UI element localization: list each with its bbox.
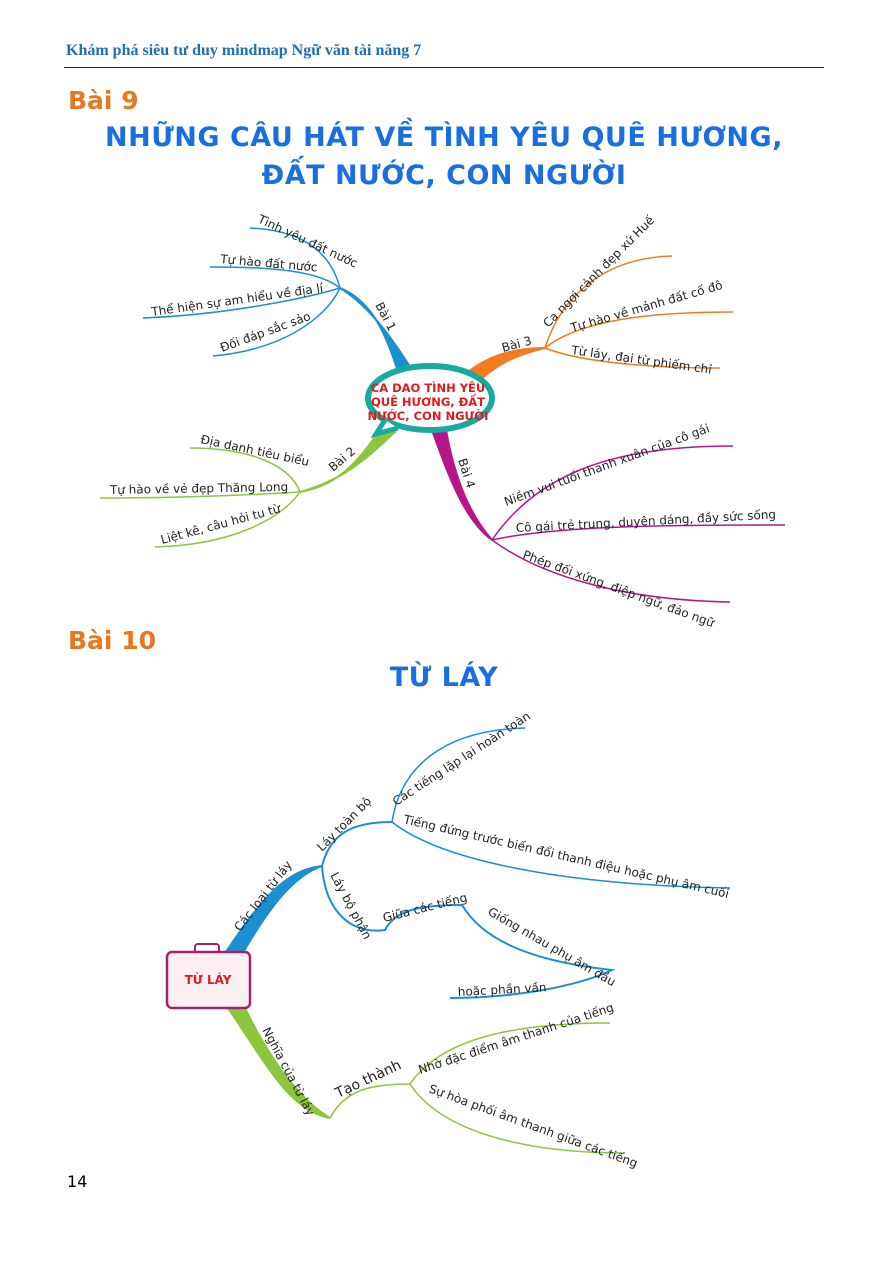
partial-similar: Giống nhau phụ âm đầu (486, 904, 619, 989)
meaning-item: Sự hòa phối âm thanh giữa các tiếng (427, 1082, 640, 1171)
bai-1-item: Đối đáp sắc sảo (218, 309, 312, 355)
center-suitcase: TỪ LÁY (165, 943, 252, 1010)
mindmap-lesson-10: Các loại từ láy Láy toàn bộ Các tiếng lặ… (165, 709, 731, 1171)
bai-2-item: Liệt kê, câu hỏi tu từ (159, 501, 283, 547)
partial-between: Giữa các tiếng (381, 890, 468, 924)
lesson-9-title-line1: NHỮNG CÂU HÁT VỀ TÌNH YÊU QUÊ HƯƠNG, (105, 122, 783, 153)
meaning-item: Nhờ đặc điểm âm thanh của tiếng (417, 1000, 616, 1077)
page-number: 14 (67, 1172, 88, 1191)
branch-label-bai-2: Bài 2 (326, 444, 358, 474)
partial-or: hoặc phần vần (457, 980, 546, 999)
center-label: TỪ LÁY (185, 972, 232, 987)
branch-label-bai-1: Bài 1 (372, 300, 399, 333)
full-item: Các tiếng lặp lại hoàn toàn (390, 709, 533, 809)
center-line: NƯỚC, CON NGƯỜI (368, 408, 489, 423)
bai-1-item: Tự hào đất nước (219, 252, 318, 275)
full-item: Tiếng đứng trước biến đổi thanh điệu hoặ… (401, 812, 730, 901)
branch-types (220, 727, 731, 999)
bai-3-item: Từ láy, đại từ phiếm chỉ (570, 343, 714, 377)
mindmap-lesson-9: Bài 1 Tình yêu đất nước Tự hào đất nước … (99, 212, 786, 631)
bai-2-item: Địa danh tiêu biểu (199, 432, 310, 469)
lesson-10-title: TỪ LÁY (389, 662, 499, 693)
center-line: QUÊ HƯƠNG, ĐẤT (371, 392, 485, 409)
center-bubble: CA DAO TÌNH YÊU QUÊ HƯƠNG, ĐẤT NƯỚC, CON… (365, 363, 495, 439)
bai-4-item: Niềm vui tuổi thanh xuân của cô gái (502, 421, 711, 509)
lesson-9-title-line2: ĐẤT NƯỚC, CON NGƯỜI (261, 160, 627, 191)
lesson-10-label: Bài 10 (68, 626, 156, 655)
bai-4-item: Cô gái trẻ trung, duyên dáng, đầy sức số… (515, 507, 776, 535)
branch-bai-4 (430, 429, 786, 603)
center-line: CA DAO TÌNH YÊU (371, 380, 485, 395)
branch-bai-1 (142, 227, 414, 374)
types-label: Các loại từ láy (231, 858, 295, 934)
bai-4-item: Phép đối xứng, điệp ngữ, đảo ngữ (521, 548, 717, 631)
running-header: Khám phá siêu tư duy mindmap Ngữ văn tài… (66, 42, 422, 59)
branch-bai-3 (466, 255, 734, 386)
branch-meaning (226, 1007, 626, 1154)
bai-2-item: Tự hào về vẻ đẹp Thăng Long (109, 480, 288, 497)
lesson-9-label: Bài 9 (68, 86, 139, 115)
meaning-label: Nghĩa của từ láy (259, 1025, 317, 1118)
header-rule (64, 67, 824, 68)
formed-label: Tạo thành (332, 1057, 404, 1102)
